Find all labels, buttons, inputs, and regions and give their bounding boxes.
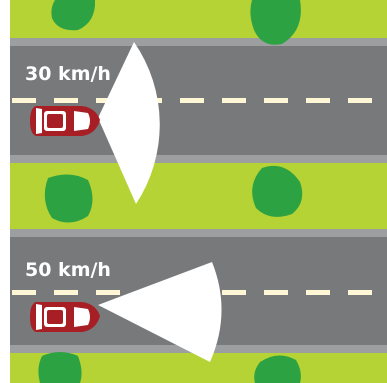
lane-dash	[264, 290, 288, 295]
lane-dash	[54, 290, 78, 295]
lane-dash	[96, 290, 120, 295]
lane-dash	[180, 98, 204, 103]
curb-top-lower	[10, 155, 387, 163]
lane-dash	[306, 98, 330, 103]
lane-dash	[12, 98, 36, 103]
car-icon	[30, 302, 100, 332]
tree-icon	[45, 174, 93, 222]
curb-top-upper	[10, 38, 387, 46]
curb-bottom-upper	[10, 229, 387, 237]
lane-dash	[348, 98, 372, 103]
lane-dash	[264, 98, 288, 103]
lane-dash	[12, 290, 36, 295]
tree-icon	[38, 352, 81, 383]
speed-label-30: 30 km/h	[25, 63, 111, 85]
lane-dash	[54, 98, 78, 103]
car-icon	[30, 106, 100, 136]
lane-dash	[222, 290, 246, 295]
speed-label-50: 50 km/h	[25, 259, 111, 281]
lane-dash	[222, 98, 246, 103]
lane-dash	[348, 290, 372, 295]
lane-dash	[306, 290, 330, 295]
lane-dashes-top	[12, 98, 372, 103]
